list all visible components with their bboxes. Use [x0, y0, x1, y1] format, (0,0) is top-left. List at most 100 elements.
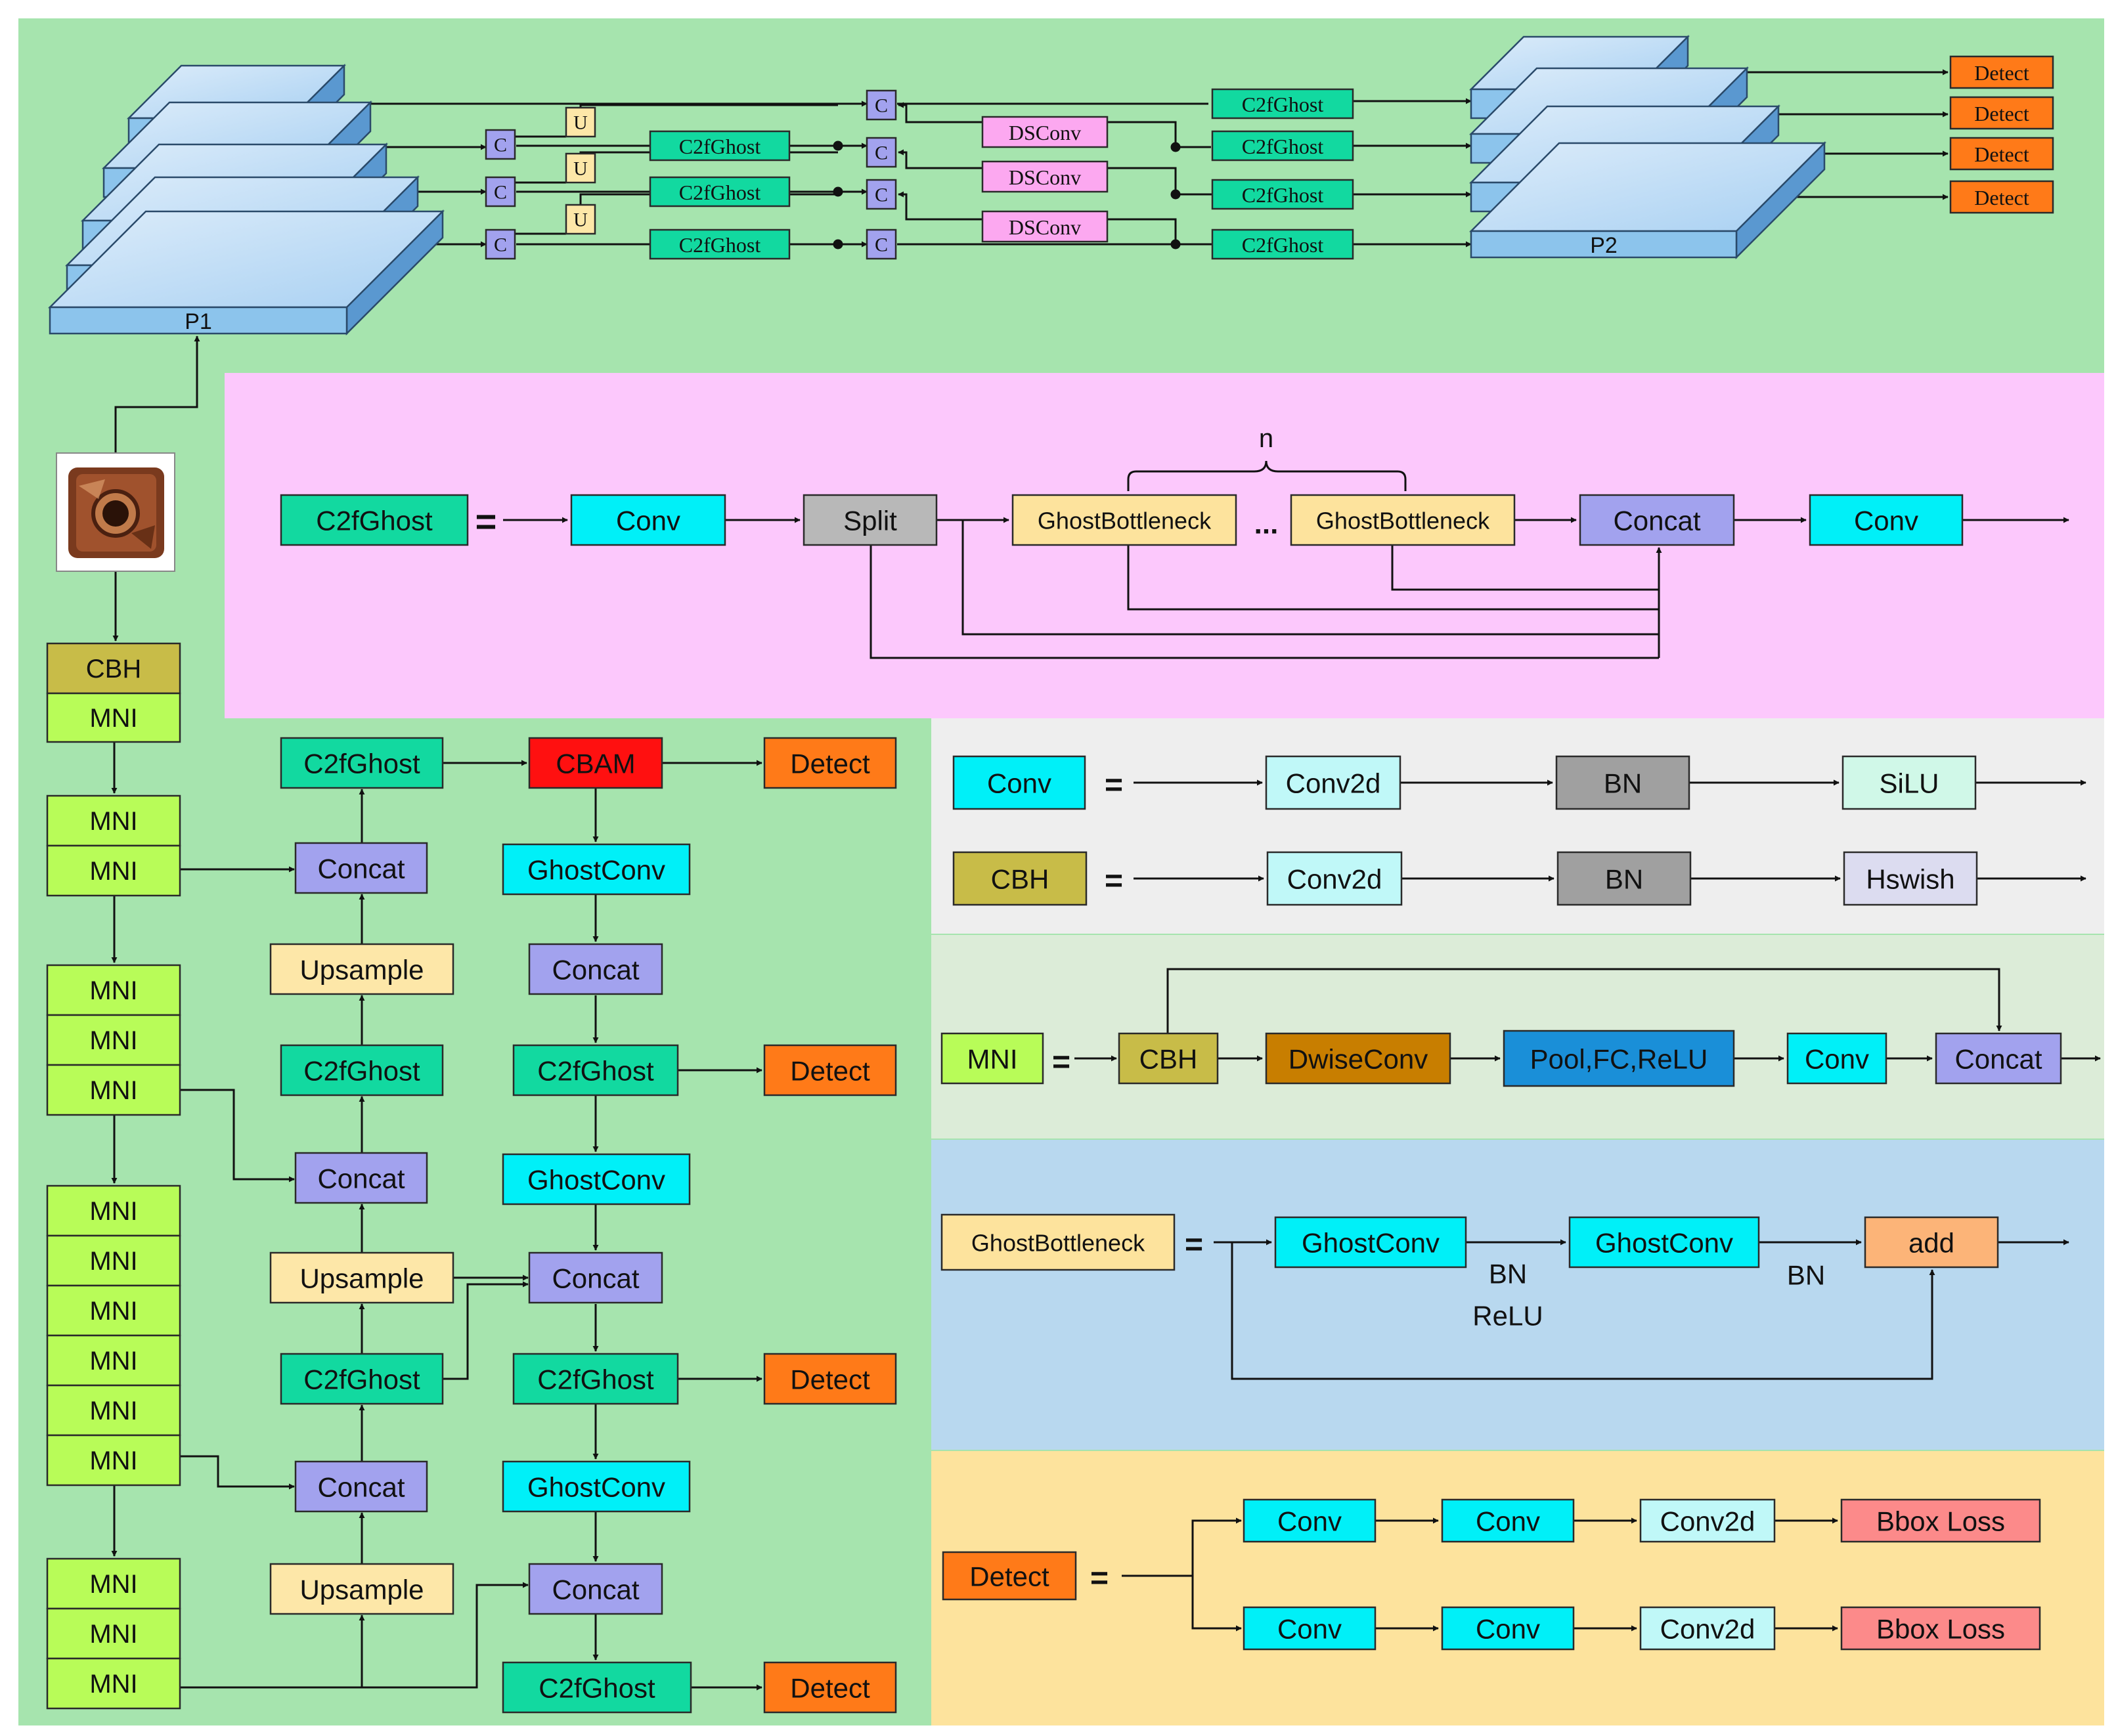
neck-c2fghost-1: C2fGhost [280, 737, 444, 789]
def-detect-conv1-b-label: Conv [1277, 1614, 1342, 1645]
def-cbh-bn: BN [1556, 851, 1692, 906]
backbone-cbh-label: CBH [86, 655, 141, 684]
def-mni-concat: Concat [1935, 1032, 2062, 1085]
def-gb-add-label: add [1908, 1228, 1954, 1259]
neck-concat-1-label: Concat [317, 854, 405, 884]
neck-concat-3: Concat [294, 1460, 428, 1513]
concat-node-left-1: C [485, 176, 516, 207]
def-detect-conv2d-b: Conv2d [1639, 1606, 1776, 1651]
backbone-mni-4-2: MNI [46, 1657, 181, 1710]
def-mni-equals: = [1052, 1045, 1070, 1080]
dsconv-top-0-label: DSConv [1009, 121, 1081, 144]
concat-node-mid-3: C [866, 228, 897, 260]
concat-node-mid-1-label: C [875, 142, 888, 164]
def-conv-silu: SiLU [1841, 755, 1977, 810]
def-mni-conv-label: Conv [1805, 1044, 1869, 1075]
c2fghost-top-left-1: C2fGhost [649, 176, 791, 207]
concat-node-left-0: C [485, 129, 516, 160]
neck-detect-1-label: Detect [790, 1056, 870, 1087]
upsample-node-1-label: U [573, 158, 588, 180]
def-detect-conv2d-a: Conv2d [1639, 1498, 1776, 1543]
concat-node-left-2: C [485, 228, 516, 260]
concat-node-left-0-label: C [494, 135, 507, 156]
backbone-mni-4-0: MNI [46, 1557, 181, 1610]
pyramid-left-p1-label: P1 [185, 309, 212, 334]
concat-node-mid-1: C [866, 137, 897, 168]
neck-concat-1: Concat [294, 842, 428, 894]
c2fghost-top-left-0-label: C2fGhost [679, 135, 761, 158]
def-conv-silu-label: SiLU [1879, 768, 1939, 799]
junction-dot [833, 239, 843, 250]
c2fghost-top-right-1: C2fGhost [1211, 130, 1354, 162]
def-cbh-conv2d-label: Conv2d [1287, 864, 1382, 895]
connector-line [1231, 1242, 1935, 1380]
neck-cbam: CBAM [528, 737, 663, 789]
def-conv-bn-label: BN [1604, 768, 1642, 799]
connector-line [961, 520, 1659, 636]
upsample-node-0-label: U [573, 112, 588, 134]
dsconv-top-1: DSConv [981, 160, 1109, 193]
backbone-mni-2-0: MNI [46, 964, 181, 1016]
neck-detect-2: Detect [763, 1353, 897, 1405]
dsconv-top-0: DSConv [981, 116, 1109, 148]
def-cbh-bn-label: BN [1605, 864, 1643, 895]
def-detect-conv2d-b-label: Conv2d [1660, 1614, 1755, 1645]
c2fghost-top-right-0: C2fGhost [1211, 88, 1354, 119]
backbone-mni-0: MNI [46, 692, 181, 743]
panel-detect-def [931, 1451, 2104, 1725]
connector-line [898, 102, 982, 123]
backbone-mni-3-3-label: MNI [89, 1347, 137, 1376]
def-conv-conv2d-label: Conv2d [1286, 768, 1381, 799]
neck-c2fghost-2: C2fGhost [280, 1044, 444, 1096]
neck-concat-2: Concat [294, 1152, 428, 1204]
def-detect-conv2-a: Conv [1441, 1498, 1575, 1543]
def-detect-loss-b: Bbox Loss [1840, 1606, 2041, 1651]
def-gb-gc1-label: GhostConv [1302, 1228, 1440, 1259]
neck-ghostconv-3-label: GhostConv [527, 1472, 665, 1503]
connector-line [114, 336, 200, 453]
c2fghost-top-right-3: C2fGhost [1211, 228, 1354, 260]
c2fghost-top-right-2: C2fGhost [1211, 179, 1354, 210]
pyramid-right-p2-label: P2 [1590, 233, 1618, 258]
detect-top-3-label: Detect [1974, 186, 2029, 209]
def-detect-conv1-a: Conv [1243, 1498, 1377, 1543]
def-detect-loss-b-label: Bbox Loss [1876, 1614, 2005, 1645]
detect-top-0-label: Detect [1974, 61, 2029, 85]
connector-line [180, 1582, 529, 1689]
neck-detect-0-label: Detect [790, 749, 870, 779]
def-gb-gc2: GhostConv [1568, 1216, 1760, 1269]
neck-c2fghost-r2: C2fGhost [512, 1353, 679, 1405]
neck-c2fghost-2-label: C2fGhost [303, 1056, 420, 1087]
junction-dot [1170, 239, 1181, 250]
def-cbh-equals: = [1105, 864, 1123, 899]
def-detect-conv1-a-label: Conv [1277, 1506, 1342, 1537]
def-gb-relu: ReLU [1472, 1301, 1543, 1332]
connector-line [1107, 121, 1177, 147]
def-c2fghost-gb2: GhostBottleneck [1290, 494, 1516, 546]
concat-node-mid-2-label: C [875, 184, 888, 206]
def-gb-add: add [1864, 1216, 1999, 1269]
c2fghost-top-right-1-label: C2fGhost [1242, 135, 1324, 158]
def-detect-equals: = [1090, 1561, 1109, 1596]
backbone-mni-4-2-label: MNI [89, 1670, 137, 1699]
def-mni-concat-label: Concat [1954, 1044, 2042, 1075]
neck-upsample-1: Upsample [269, 943, 454, 995]
def-gb-equals: = [1185, 1228, 1203, 1263]
backbone-mni-2-2: MNI [46, 1064, 181, 1116]
backbone-mni-2-0-label: MNI [89, 976, 137, 1005]
detect-top-0: Detect [1949, 55, 2054, 89]
concat-node-mid-2: C [866, 179, 897, 210]
def-c2fghost-n: n [1259, 424, 1273, 453]
backbone-mni-0-label: MNI [89, 704, 137, 733]
backbone-mni-4-0-label: MNI [89, 1570, 137, 1599]
def-detect-name: Detect [942, 1551, 1077, 1601]
neck-detect-3: Detect [763, 1661, 897, 1714]
def-cbh-hswish-label: Hswish [1866, 864, 1954, 895]
backbone-mni-3-0: MNI [46, 1184, 181, 1237]
pyramid-left-p1: P1 [47, 209, 445, 336]
backbone-mni-2-2-label: MNI [89, 1076, 137, 1105]
connector-line [1191, 1576, 1242, 1632]
def-c2fghost-conv-label: Conv [616, 506, 680, 536]
def-mni-cbh-label: CBH [1139, 1044, 1198, 1075]
def-conv-conv2d: Conv2d [1265, 755, 1401, 810]
